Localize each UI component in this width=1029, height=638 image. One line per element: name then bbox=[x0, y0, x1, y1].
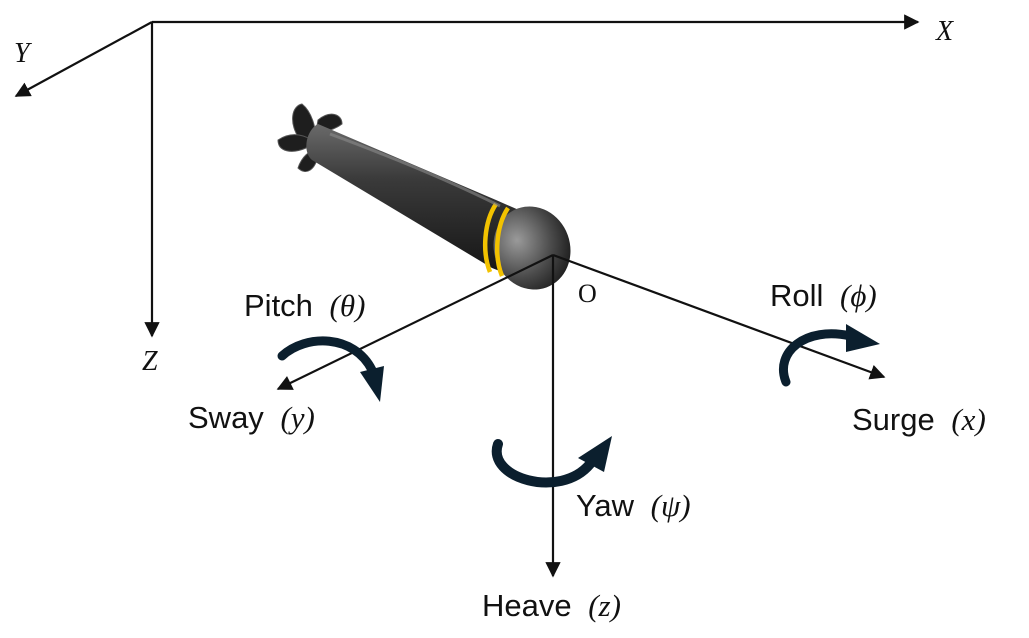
origin-label: O bbox=[578, 279, 597, 308]
z-axis-label: Z bbox=[142, 346, 158, 377]
roll-symbol: (ϕ) bbox=[840, 278, 877, 313]
surge-name: Surge bbox=[852, 402, 935, 437]
sway-label: Sway (y) bbox=[188, 400, 315, 435]
sway-symbol: (y) bbox=[280, 400, 314, 435]
roll-name: Roll bbox=[770, 278, 823, 313]
y-axis-label: Y bbox=[14, 38, 33, 69]
body-frame: O bbox=[276, 253, 886, 578]
heave-symbol: (z) bbox=[588, 588, 621, 623]
pitch-label: Pitch (θ) bbox=[244, 288, 365, 323]
earth-frame: X Y Z bbox=[14, 14, 954, 377]
pitch-rotation-icon bbox=[277, 336, 384, 402]
yaw-symbol: (ψ) bbox=[651, 488, 691, 523]
auv-stripe-1 bbox=[483, 202, 498, 273]
sway-axis-line bbox=[276, 254, 554, 390]
auv-torpedo-icon bbox=[277, 103, 571, 290]
yaw-name: Yaw bbox=[576, 488, 635, 523]
yaw-label: Yaw (ψ) bbox=[576, 488, 691, 523]
auv-nose bbox=[493, 206, 571, 290]
heave-name: Heave bbox=[482, 588, 572, 623]
pitch-name: Pitch bbox=[244, 288, 313, 323]
roll-rotation-icon bbox=[779, 324, 880, 387]
auv-stripe-2 bbox=[495, 206, 510, 277]
y-axis-line bbox=[14, 21, 153, 97]
auv-hull bbox=[306, 124, 528, 282]
sway-name: Sway bbox=[188, 400, 264, 435]
surge-label: Surge (x) bbox=[852, 402, 986, 437]
x-axis-label: X bbox=[935, 16, 954, 47]
heave-label: Heave (z) bbox=[482, 588, 621, 623]
yaw-rotation-icon bbox=[491, 436, 612, 488]
surge-symbol: (x) bbox=[951, 402, 985, 437]
roll-label: Roll (ϕ) bbox=[770, 278, 877, 313]
surge-axis-line bbox=[552, 253, 886, 380]
pitch-symbol: (θ) bbox=[330, 288, 366, 323]
